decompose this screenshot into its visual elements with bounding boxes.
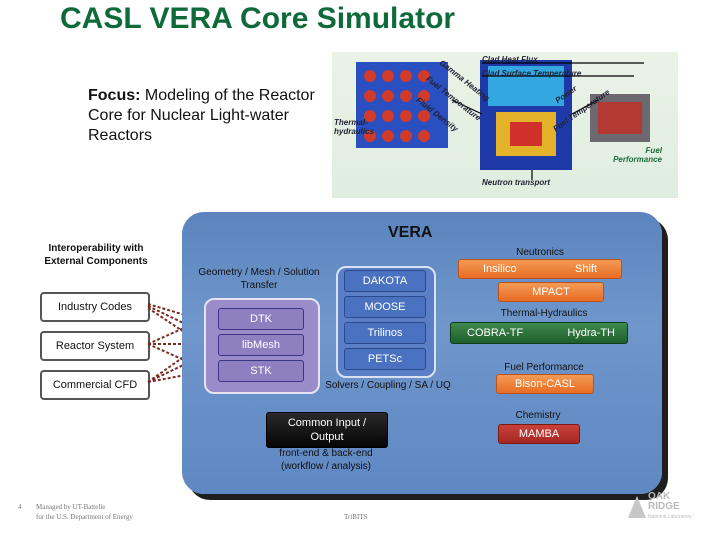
logo-text-ridge: RIDGE xyxy=(648,501,680,512)
page-title: CASL VERA Core Simulator xyxy=(60,2,456,35)
th-item-hydra-th: Hydra-TH xyxy=(567,327,615,339)
label-neutron-transport: Neutron transport xyxy=(482,178,550,187)
external-industry-codes: Industry Codes xyxy=(40,292,150,322)
oak-ridge-logo: OAK RIDGE National Laboratory xyxy=(626,492,692,526)
external-commercial-cfd: Commercial CFD xyxy=(40,370,150,400)
common-io-line1: Common Input / xyxy=(287,417,367,429)
geometry-item-libmesh: libMesh xyxy=(218,334,304,356)
footer-line2: for the U.S. Department of Energy xyxy=(36,513,133,521)
geometry-title: Geometry / Mesh / Solution Transfer xyxy=(198,267,320,291)
neutronics-item-shift: Shift xyxy=(574,263,597,275)
label-clad-surface-temp: Clad Surface Temperature xyxy=(482,69,582,78)
label-clad-heat-flux: Clad Heat Flux xyxy=(482,55,538,64)
chemistry-title: Chemistry xyxy=(515,410,561,421)
geometry-item-dtk: DTK xyxy=(218,308,304,330)
footer-center: TriBITS xyxy=(344,513,368,521)
logo-leaf-icon xyxy=(628,496,646,518)
fuel-performance-title: Fuel Performance xyxy=(504,362,584,373)
thermal-hydraulics-bar: COBRA-TF Hydra-TH xyxy=(450,322,628,344)
logo-text-lab: National Laboratory xyxy=(648,514,692,520)
common-io-line2: Output xyxy=(310,431,344,443)
external-reactor-system: Reactor System xyxy=(40,331,150,361)
neutronics-item-insilico: Insilico xyxy=(483,263,517,275)
common-io-box: Common Input / Output xyxy=(266,412,388,448)
solver-item-moose: MOOSE xyxy=(344,296,426,318)
vera-title: VERA xyxy=(388,224,433,241)
interop-title: Interoperability with External Component… xyxy=(44,243,148,267)
th-item-cobra-tf: COBRA-TF xyxy=(467,327,524,339)
neutronics-title: Neutronics xyxy=(516,247,564,258)
fuel-item-bison-casl: Bison-CASL xyxy=(496,374,594,394)
neutronics-item-mpact: MPACT xyxy=(498,282,604,302)
coupling-figure: Clad Heat Flux Clad Surface Temperature … xyxy=(332,52,678,198)
focus-text: Focus: Modeling of the Reactor Core for … xyxy=(88,86,328,146)
coupling-figure-graphic xyxy=(356,60,650,180)
label-thermal-hydraulics: Thermal-hydraulics xyxy=(334,118,375,136)
page-number: 4 xyxy=(18,503,22,511)
common-io-sub1: front-end & back-end xyxy=(279,448,373,459)
logo-text-oak: OAK xyxy=(648,491,671,502)
solver-item-petsc: PETSc xyxy=(344,348,426,370)
focus-label: Focus: xyxy=(88,87,141,104)
chemistry-item-mamba: MAMBA xyxy=(498,424,580,444)
label-fuel-performance: Fuel Performance xyxy=(613,146,662,164)
geometry-item-stk: STK xyxy=(218,360,304,382)
thermal-hydraulics-title: Thermal-Hydraulics xyxy=(500,308,588,319)
focus-description: Modeling of the Reactor Core for Nuclear… xyxy=(88,87,315,144)
neutronics-bar: Insilico Shift xyxy=(458,259,622,279)
footer-line1: Managed by UT-Battelle xyxy=(36,503,106,511)
solvers-title: Solvers / Coupling / SA / UQ xyxy=(325,380,451,391)
solver-item-dakota: DAKOTA xyxy=(344,270,426,292)
common-io-sub2: (workflow / analysis) xyxy=(280,461,372,472)
solver-item-trilinos: Trilinos xyxy=(344,322,426,344)
